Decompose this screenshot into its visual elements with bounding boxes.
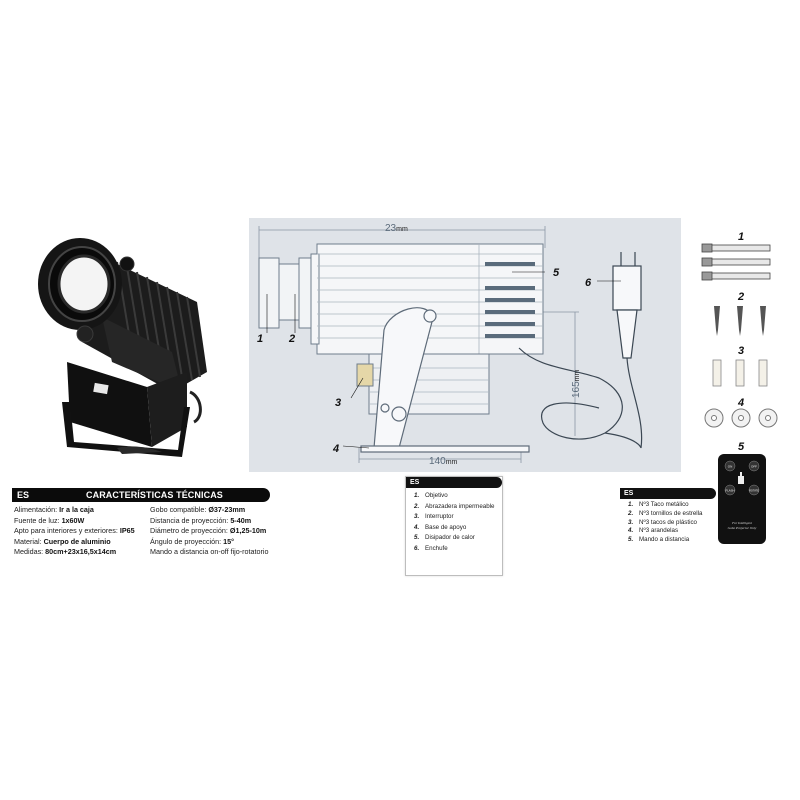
spec-lang-code: ES <box>17 490 30 500</box>
list-item: 2.Abrazadera impermeable <box>414 502 495 510</box>
remote-control-icon: ON OFF FLASH ROTATE For Intelligent Gobo… <box>718 454 766 544</box>
spec-line: Diámetro de proyección: Ø1,25-10m <box>150 526 267 536</box>
list-item: 1.Nº3 Taco metálico <box>628 501 689 508</box>
callout-6: 6 <box>585 277 592 289</box>
plastic-anchor-icon <box>712 359 768 387</box>
list-item: 5.Disipador de calor <box>414 534 475 542</box>
spec-column-left: Alimentación: Ir a la caja Fuente de luz… <box>14 505 135 558</box>
washer-icon <box>704 408 778 428</box>
accessory-num-3: 3 <box>738 345 744 357</box>
accessories-illustration: 1 2 3 4 5 ON OFF FLASH ROTATE For Intell… <box>701 231 778 544</box>
list-item: 2.Nº3 tornillos de estrella <box>628 509 703 517</box>
screw-icon <box>714 306 766 336</box>
svg-text:FLASH: FLASH <box>725 489 734 493</box>
svg-text:For Intelligent: For Intelligent <box>731 521 753 525</box>
product-photo <box>38 238 207 457</box>
metal-anchor-icon <box>701 243 771 281</box>
list-item: 3.Nº3 tacos de plástico <box>628 518 697 526</box>
spec-title: CARACTERÍSTICAS TÉCNICAS <box>86 490 223 500</box>
stand-bracket <box>62 402 190 457</box>
spec-column-right: Gobo compatible: Ø37-23mm Distancia de p… <box>150 505 269 558</box>
diagram-switch <box>356 363 374 387</box>
spec-line: Material: Cuerpo de aluminio <box>14 536 111 546</box>
callout-4: 4 <box>332 443 339 455</box>
list-item: 3.Interruptor <box>414 513 454 521</box>
spec-line: Alimentación: Ir a la caja <box>14 505 94 514</box>
callout-5: 5 <box>553 267 560 279</box>
callout-3: 3 <box>335 397 341 409</box>
diagram-lens <box>258 257 312 329</box>
spec-line: Mando a distancia on-off fijo-rotatorio <box>150 547 269 557</box>
callout-2: 2 <box>288 333 295 345</box>
accessory-num-1: 1 <box>738 231 744 243</box>
list-item: 6.Enchufe <box>414 544 448 552</box>
spec-line: Medidas: 80cm+23x16,5x14cm <box>14 547 117 557</box>
spec-line: Ángulo de proyección: 15° <box>150 536 234 546</box>
diagram-plug <box>612 252 643 449</box>
base-box <box>67 362 187 447</box>
svg-text:ON: ON <box>728 465 733 469</box>
parts-legend: ES 1.Objetivo 2.Abrazadera impermeable 3… <box>405 476 503 576</box>
list-item: 4.Base de apoyo <box>414 523 467 531</box>
dimension-height-value: 165mm <box>571 369 582 398</box>
spec-header: ES CARACTERÍSTICAS TÉCNICAS <box>12 488 270 502</box>
dimension-length-value: 23mm <box>385 223 408 234</box>
lens <box>38 238 122 330</box>
accessory-num-2: 2 <box>737 291 744 303</box>
accessory-num-4: 4 <box>737 397 744 409</box>
spec-line: Gobo compatible: Ø37-23mm <box>150 505 246 514</box>
spec-line: Apto para interiores y exteriores: IP65 <box>14 526 135 536</box>
list-item: 4.Nº3 arandelas <box>628 527 679 535</box>
callout-1: 1 <box>257 333 263 345</box>
svg-text:Gobo Projector Only: Gobo Projector Only <box>728 526 757 530</box>
list-item: 5.Mando a distancia <box>628 536 690 544</box>
svg-text:ROTATE: ROTATE <box>749 490 759 493</box>
accessory-num-5: 5 <box>738 441 745 453</box>
spec-line: Distancia de proyección: 5-40m <box>150 515 252 525</box>
dimension-base-value: 140mm <box>429 456 458 467</box>
technical-diagram: 23mm 165mm 140mm <box>249 218 681 472</box>
spec-line: Fuente de luz: 1x60W <box>14 515 85 525</box>
accessory-legend: ES 1.Nº3 Taco metálico 2.Nº3 tornillos d… <box>620 488 716 550</box>
accessory-legend-lang: ES <box>620 488 716 499</box>
svg-text:OFF: OFF <box>751 465 757 469</box>
parts-legend-lang: ES <box>406 477 502 488</box>
dimension-length <box>258 226 546 258</box>
list-item: 1.Objetivo <box>414 492 448 499</box>
diagram-bracket <box>360 307 530 453</box>
